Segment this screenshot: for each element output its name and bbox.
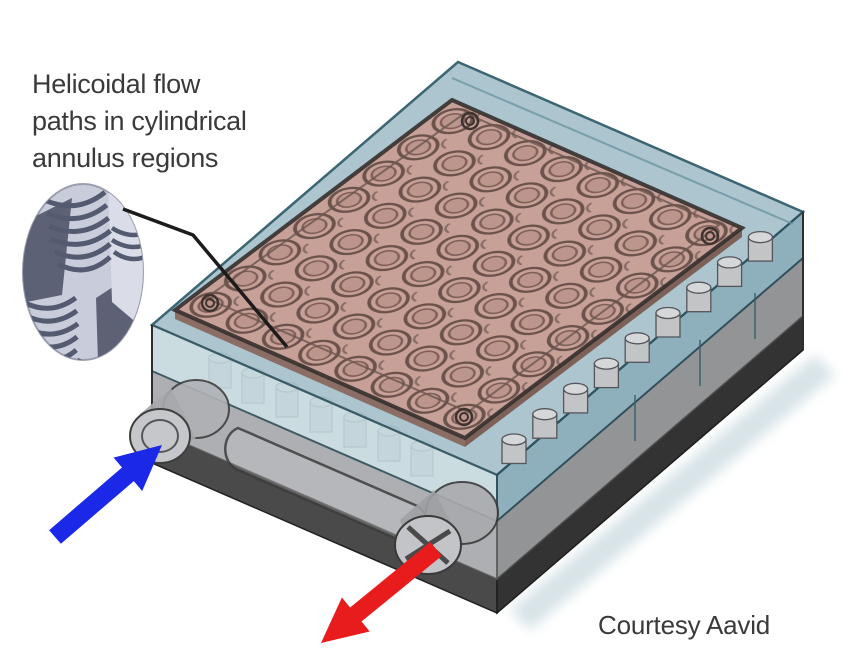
- outlet-flow-arrow-icon: [321, 542, 442, 643]
- outlet-port: [394, 481, 499, 575]
- coil-plate: [171, 97, 746, 447]
- annotation-text: Helicoidal flow paths in cylindrical ann…: [32, 69, 254, 173]
- cold-plate-device: [129, 60, 806, 615]
- screw-holes: [200, 111, 720, 427]
- device-shadow: [510, 355, 835, 630]
- credit-text: Courtesy Aavid: [598, 610, 770, 640]
- inlet-flow-arrow-icon: [49, 445, 162, 544]
- helical-coil-detail-circle: [22, 183, 144, 361]
- leader-line: [122, 207, 289, 349]
- fin-row: [501, 230, 774, 465]
